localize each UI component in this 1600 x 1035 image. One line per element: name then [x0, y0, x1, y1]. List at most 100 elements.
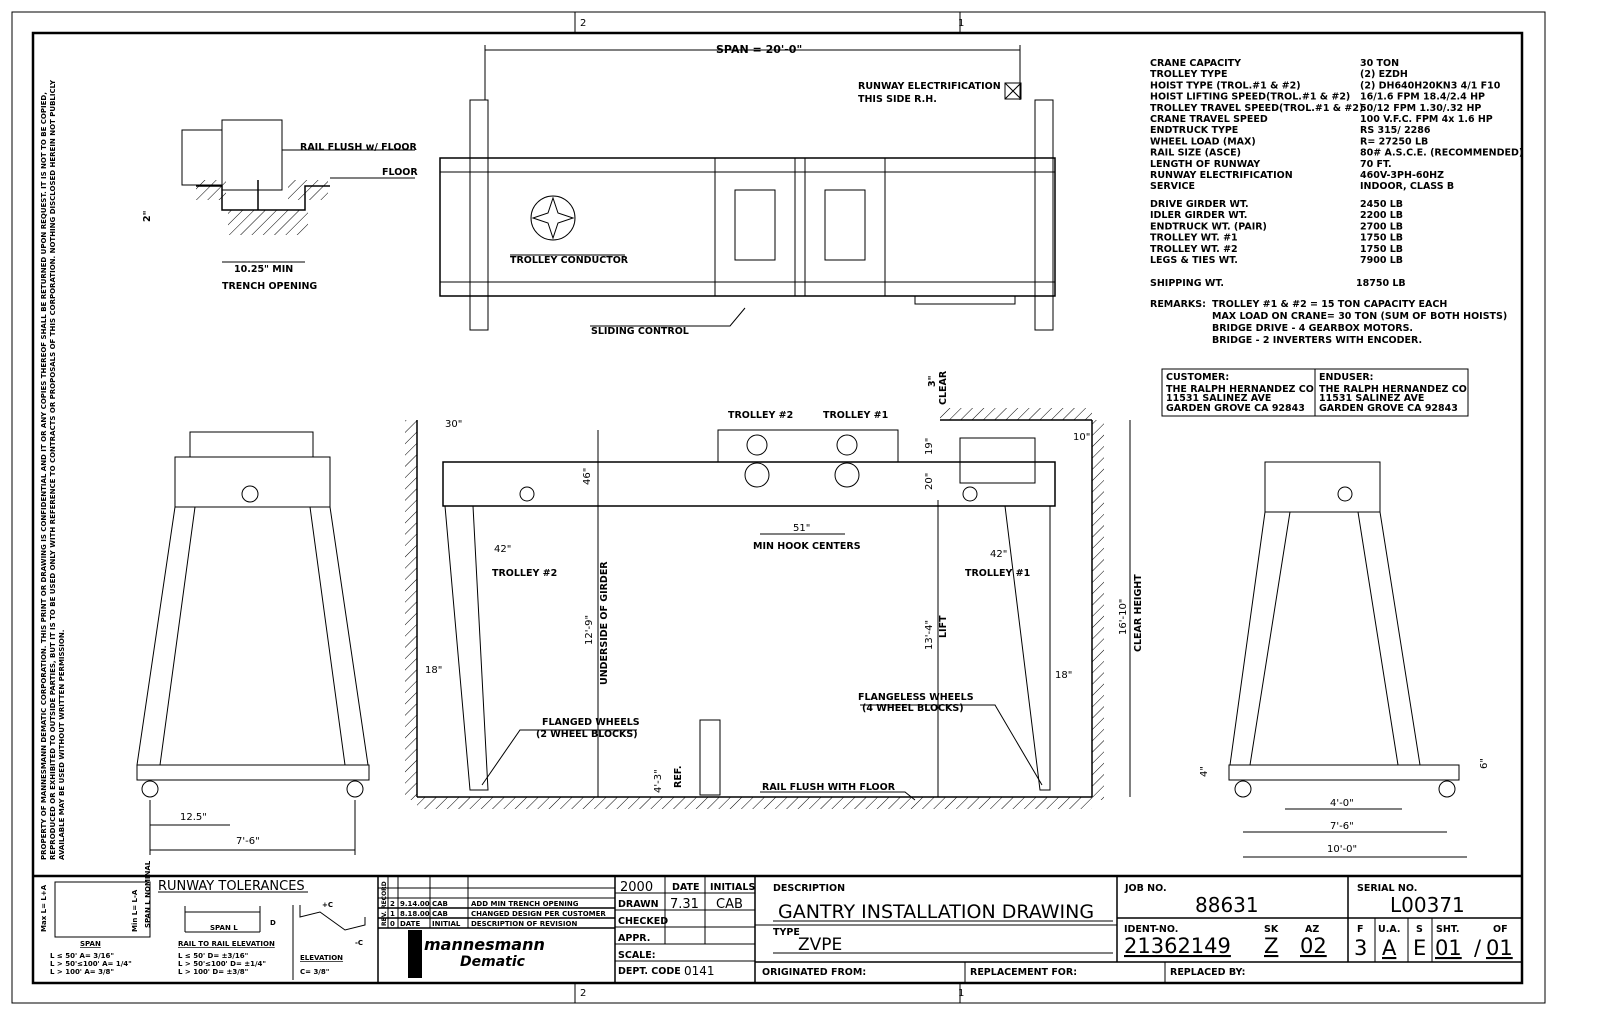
svg-text:SCALE:: SCALE: — [618, 950, 656, 961]
svg-text:UNDERSIDE OF GIRDER: UNDERSIDE OF GIRDER — [599, 561, 610, 685]
svg-text:THE RALPH HERNANDEZ CO: THE RALPH HERNANDEZ CO — [1166, 384, 1314, 395]
svg-text:(2 WHEEL BLOCKS): (2 WHEEL BLOCKS) — [536, 729, 638, 740]
title-block — [33, 874, 1522, 983]
svg-text:AZ: AZ — [1305, 924, 1319, 935]
svg-text:A: A — [1382, 936, 1397, 960]
svg-text:RUNWAY ELECTRIFICATION: RUNWAY ELECTRIFICATION — [858, 81, 1001, 92]
right-side-view: 4" 6" 4'-0" 7'-6" 10'-0" — [1199, 461, 1490, 858]
revision-cell: CAB — [432, 900, 448, 908]
svg-text:OF: OF — [1493, 924, 1508, 935]
svg-text:TROLLEY CONDUCTOR: TROLLEY CONDUCTOR — [510, 255, 629, 266]
revision-cell: DESCRIPTION OF REVISION — [471, 920, 577, 928]
svg-text:3": 3" — [927, 375, 938, 387]
svg-text:0141: 0141 — [684, 964, 715, 978]
revision-cell: 9.14.00 — [400, 900, 430, 908]
svg-text:D: D — [270, 919, 276, 927]
svg-text:ENDUSER:: ENDUSER: — [1319, 372, 1374, 383]
weight-label: ENDTRUCK WT. (PAIR) — [1150, 221, 1267, 232]
svg-text:42": 42" — [990, 549, 1007, 560]
spec-label: CRANE CAPACITY — [1150, 58, 1241, 69]
svg-text:ELEVATION: ELEVATION — [300, 954, 343, 962]
svg-text:ZVPE: ZVPE — [798, 935, 842, 955]
svg-text:CAB: CAB — [716, 897, 743, 912]
svg-text:11531 SALINEZ AVE: 11531 SALINEZ AVE — [1166, 393, 1271, 404]
svg-text:REPLACED BY:: REPLACED BY: — [1170, 967, 1245, 978]
svg-text:46": 46" — [582, 468, 593, 485]
svg-text:6": 6" — [1479, 758, 1490, 769]
plan-view: SPAN = 20'-0" RUNWAY ELECTRIFICATION THI… — [439, 43, 1056, 337]
weight-value: 1750 LB — [1360, 244, 1403, 255]
svg-text:10'-0": 10'-0" — [1327, 844, 1357, 855]
svg-text:2000: 2000 — [620, 880, 653, 895]
svg-text:SPAN L: SPAN L — [210, 924, 238, 932]
spec-label: CRANE TRAVEL SPEED — [1150, 114, 1268, 125]
remark-line: TROLLEY #1 & #2 = 15 TON CAPACITY EACH — [1212, 299, 1447, 310]
svg-text:01: 01 — [1435, 936, 1462, 960]
svg-text:TRENCH OPENING: TRENCH OPENING — [222, 281, 317, 292]
svg-text:SPAN = 20'-0": SPAN = 20'-0" — [716, 43, 802, 56]
svg-text:DEPT. CODE: DEPT. CODE — [618, 966, 681, 977]
revision-cell: 1 — [390, 910, 395, 918]
svg-text:L > 100' A= 3/8": L > 100' A= 3/8" — [50, 968, 114, 976]
svg-text:THE RALPH HERNANDEZ CO: THE RALPH HERNANDEZ CO — [1319, 384, 1467, 395]
svg-text:FLANGELESS WHEELS: FLANGELESS WHEELS — [858, 692, 974, 703]
svg-text:C= 3/8": C= 3/8" — [300, 968, 329, 976]
svg-text:CLEAR: CLEAR — [938, 370, 949, 405]
weight-label: TROLLEY WT. #2 — [1150, 244, 1238, 255]
weight-label: TROLLEY WT. #1 — [1150, 233, 1238, 244]
svg-text:2": 2" — [142, 210, 153, 222]
remark-line: BRIDGE - 2 INVERTERS WITH ENCODER. — [1212, 335, 1422, 346]
svg-text:42": 42" — [494, 544, 511, 555]
svg-text:L ≤ 50' A= 3/16": L ≤ 50' A= 3/16" — [50, 952, 114, 960]
svg-text:10.25" MIN: 10.25" MIN — [234, 264, 293, 275]
svg-text:THIS SIDE R.H.: THIS SIDE R.H. — [858, 94, 937, 105]
svg-text:GANTRY INSTALLATION DRAWING: GANTRY INSTALLATION DRAWING — [778, 901, 1094, 923]
spec-value: 460V-3PH-60HZ — [1360, 170, 1444, 181]
inner-border — [31, 31, 1524, 985]
pendant-control — [699, 719, 721, 796]
compass-icon — [530, 195, 576, 241]
svg-text:20": 20" — [924, 473, 935, 490]
svg-text:12'-9": 12'-9" — [584, 615, 595, 645]
svg-text:3: 3 — [1354, 936, 1367, 960]
revision-cell: 2 — [390, 900, 395, 908]
svg-text:INITIALS: INITIALS — [710, 882, 755, 893]
remarks-label: REMARKS: — [1150, 299, 1206, 310]
svg-text:APPR.: APPR. — [618, 933, 650, 944]
left-side-view: 12.5" 7'-6" — [136, 431, 370, 855]
svg-text:RAIL FLUSH w/ FLOOR: RAIL FLUSH w/ FLOOR — [300, 142, 417, 153]
shipping-value: 18750 LB — [1356, 278, 1406, 289]
svg-text:REPRODUCED OR EXHIBITED TO OUT: REPRODUCED OR EXHIBITED TO OUTSIDE PARTI… — [49, 79, 57, 860]
svg-text:L > 50'≤100' A= 1/4": L > 50'≤100' A= 1/4" — [50, 960, 132, 968]
svg-text:88631: 88631 — [1195, 893, 1259, 917]
svg-text:SLIDING CONTROL: SLIDING CONTROL — [591, 326, 689, 337]
svg-text:L00371: L00371 — [1390, 893, 1465, 917]
spec-label: SERVICE — [1150, 181, 1195, 192]
svg-text:RAIL TO RAIL ELEVATION: RAIL TO RAIL ELEVATION — [178, 940, 275, 948]
spec-label: WHEEL LOAD (MAX) — [1150, 136, 1256, 147]
zone-marker: 1 — [958, 18, 964, 29]
weight-value: 1750 LB — [1360, 233, 1403, 244]
svg-text:TROLLEY #2: TROLLEY #2 — [492, 568, 557, 579]
svg-text:SHT.: SHT. — [1436, 924, 1459, 935]
svg-text:REF.: REF. — [673, 765, 684, 788]
spec-label: HOIST LIFTING SPEED(TROL.#1 & #2) — [1150, 92, 1350, 103]
weight-value: 2450 LB — [1360, 199, 1403, 210]
svg-text:21362149: 21362149 — [1124, 934, 1231, 958]
spec-value: INDOOR, CLASS B — [1360, 181, 1454, 192]
revision-cell: 0 — [390, 920, 395, 928]
weight-label: IDLER GIRDER WT. — [1150, 210, 1247, 221]
zone-marker: 2 — [580, 988, 586, 999]
zone-marker: 2 — [580, 18, 586, 29]
svg-text:DATE: DATE — [672, 882, 699, 893]
svg-text:Dematic: Dematic — [460, 954, 526, 970]
svg-text:CHECKED: CHECKED — [618, 916, 668, 927]
revision-cell: ADD MIN TRENCH OPENING — [471, 900, 579, 908]
revision-cell: CAB — [432, 910, 448, 918]
svg-text:16'-10": 16'-10" — [1118, 599, 1129, 635]
weight-label: LEGS & TIES WT. — [1150, 255, 1238, 266]
svg-text:12.5": 12.5" — [180, 812, 207, 823]
svg-text:10": 10" — [1073, 432, 1090, 443]
